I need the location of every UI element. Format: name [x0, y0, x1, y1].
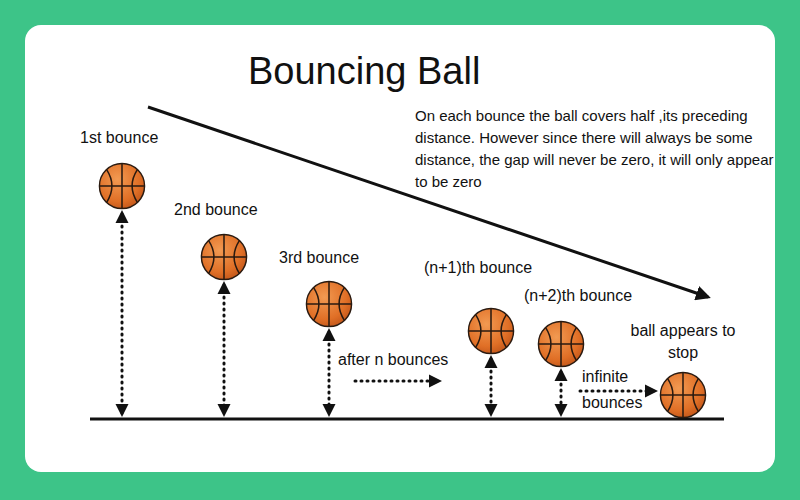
ground-line — [90, 418, 724, 421]
basketballs — [99, 163, 705, 417]
result-label: ball appears to stop — [622, 320, 744, 364]
bounce-label: 2nd bounce — [174, 200, 304, 220]
bounce-label: (n+1)th bounce — [424, 258, 574, 278]
step-label: after n bounces — [338, 350, 478, 370]
step-label: infinite bounces — [582, 364, 657, 416]
diagram-title: Bouncing Ball — [248, 49, 480, 93]
height-arrows — [122, 214, 654, 413]
bounce-label: (n+2)th bounce — [524, 286, 674, 306]
bounce-label: 1st bounce — [80, 128, 210, 148]
explanation-note: On each bounce the ball covers half ,its… — [415, 105, 775, 193]
bounce-label: 3rd bounce — [279, 248, 409, 268]
